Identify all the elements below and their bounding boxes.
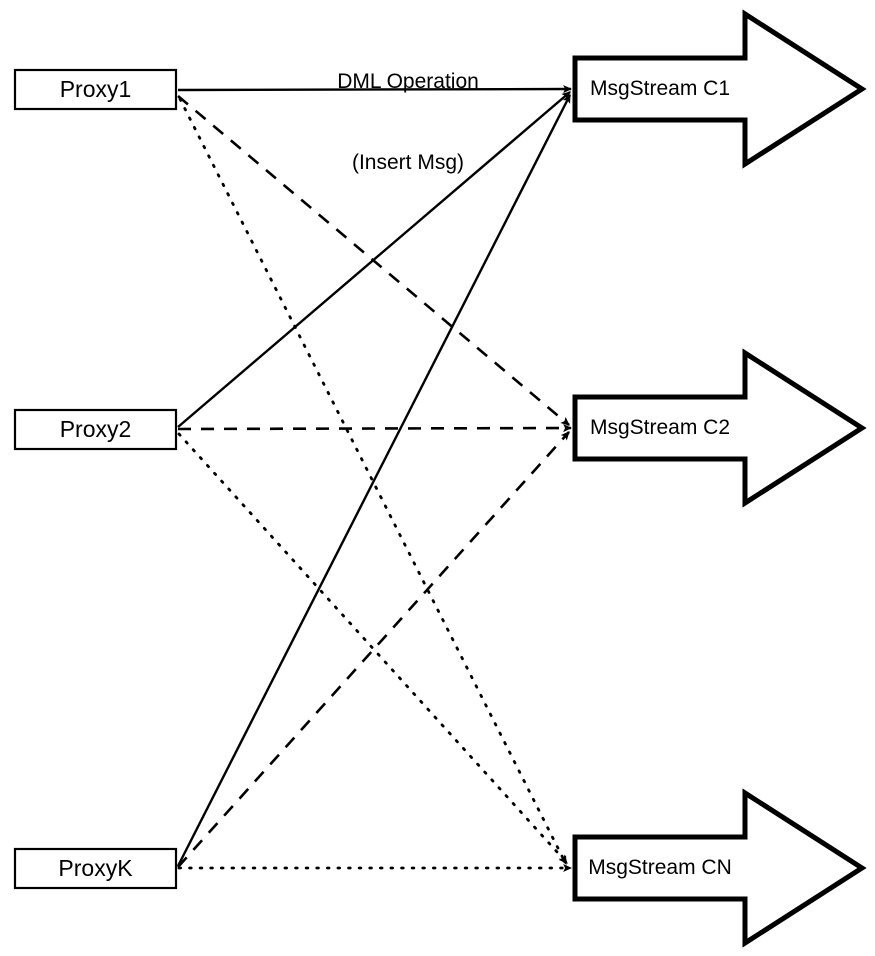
msgstream-label-stream_cn: MsgStream CN (588, 856, 732, 879)
proxy-label-proxy2: Proxy2 (59, 415, 132, 442)
msgstream-label-stream_c1: MsgStream C1 (589, 77, 731, 100)
connector-pk-c2 (177, 431, 570, 868)
connector-p2-c1 (177, 91, 571, 428)
connector-p2-c2 (177, 423, 573, 433)
proxy-label-proxyk: ProxyK (58, 854, 133, 881)
proxy-box-proxy1[interactable] (13, 68, 178, 111)
msgstream-arrow-stream_cn[interactable] (572, 788, 867, 948)
dml-operation-annotation: DML Operation (Insert Msg) (0, 14, 816, 230)
dml-operation-line1: DML Operation (337, 70, 479, 93)
connector-pk-c1 (176, 93, 572, 867)
proxy-box-proxyk[interactable] (13, 847, 178, 890)
connection-layer (176, 84, 573, 873)
dml-operation-line2: (Insert Msg) (351, 151, 464, 174)
proxy-box-proxy2[interactable] (13, 408, 178, 451)
msgstream-arrow-stream_c2[interactable] (572, 348, 867, 508)
msgstream-arrow-stream_c1[interactable] (572, 9, 867, 169)
node-layer (13, 9, 867, 948)
connector-p2-cn (177, 432, 569, 865)
proxy-label-proxy1: Proxy1 (59, 75, 132, 102)
connector-p1-c1 (177, 84, 573, 94)
msgstream-label-stream_c2: MsgStream C2 (589, 416, 731, 439)
